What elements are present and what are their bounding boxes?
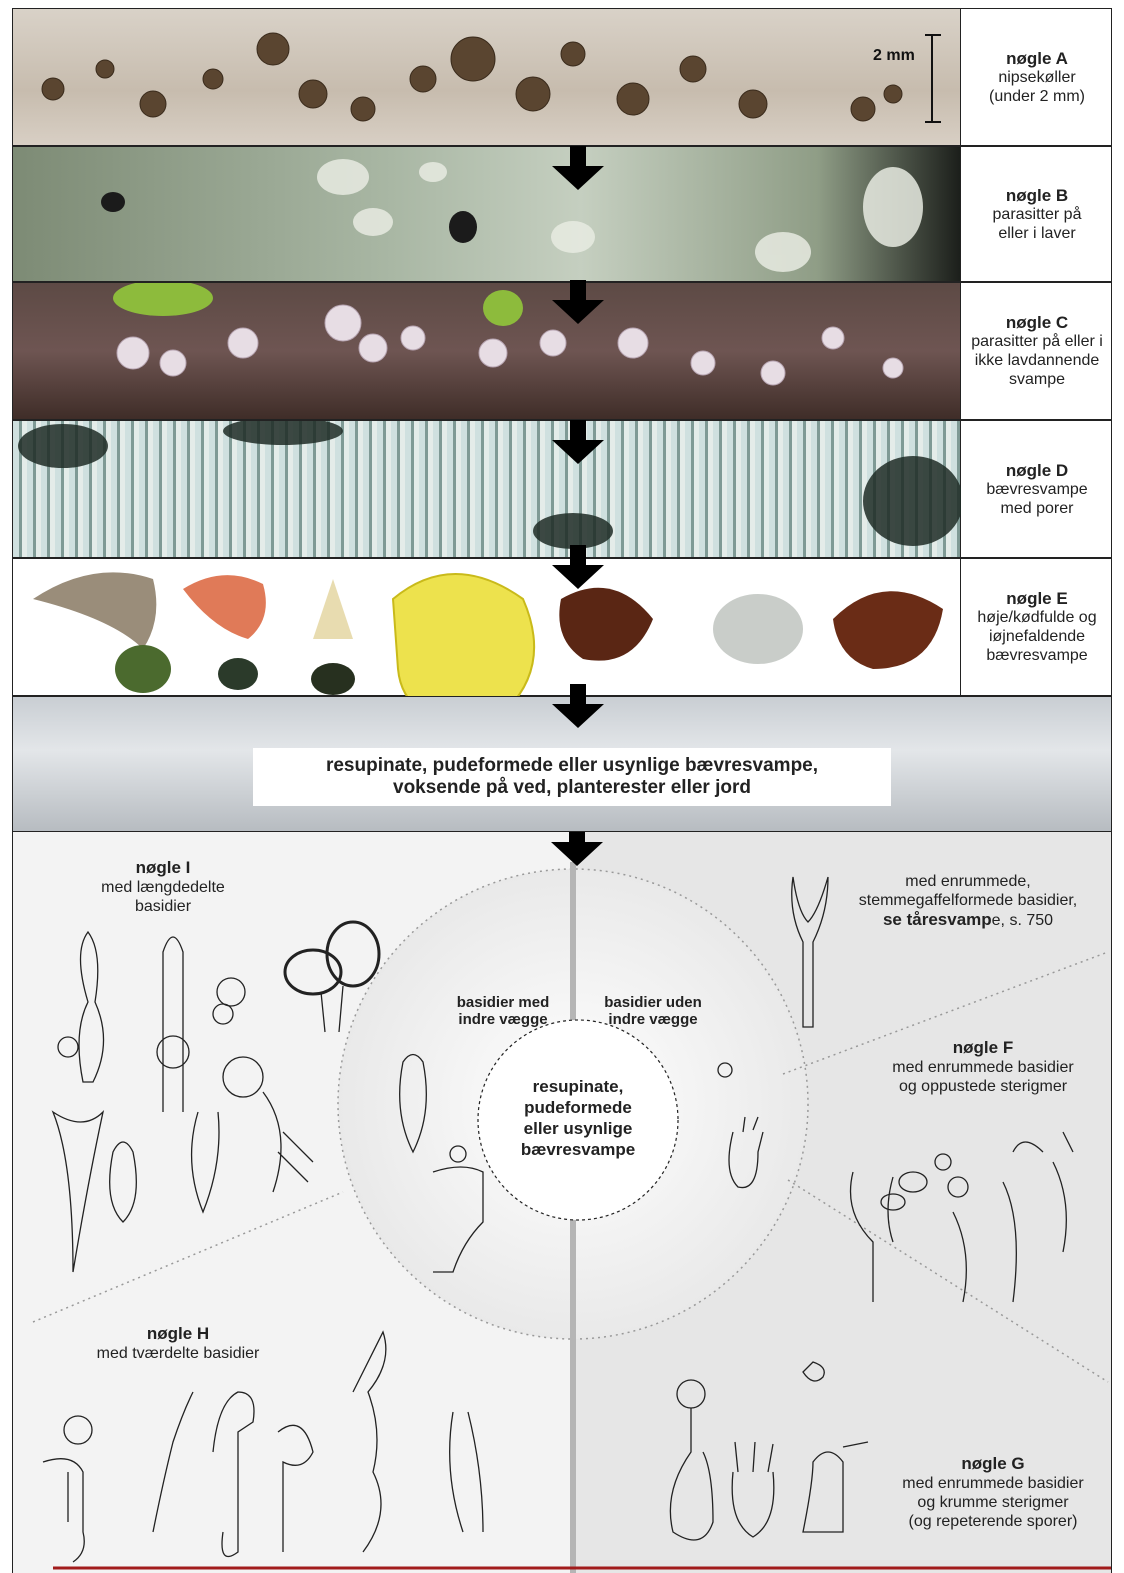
key-g-label: nøgle G med enrummede basidier og krumme…	[873, 1454, 1112, 1531]
right-branch-line: indre vægge	[608, 1011, 697, 1028]
key-b-photo	[13, 147, 961, 281]
right-branch-line: basidier uden	[604, 994, 702, 1011]
down-arrow-icon	[552, 146, 604, 190]
key-e-line: iøjnefaldende	[989, 627, 1085, 646]
key-e-line: bævresvampe	[986, 646, 1087, 665]
key-d-title: nøgle D	[1006, 461, 1068, 480]
key-e-title: nøgle E	[1006, 589, 1067, 608]
poroid-jelly-fungus-illustration	[13, 421, 961, 558]
center-line: eller usynlige	[524, 1119, 633, 1138]
scale-bar-bottom-tick	[925, 121, 941, 123]
fungus-parasite-illustration	[13, 283, 961, 420]
key-i-label: nøgle I med længdedelte basidier	[73, 858, 253, 916]
key-a-band: 2 mm nøgle A nipsekøller (under 2 mm)	[12, 8, 1112, 146]
key-c-line: ikke lavdannende	[975, 351, 1100, 370]
center-label: resupinate, pudeformede eller usynlige b…	[498, 1076, 658, 1160]
key-g-line: (og repeterende sporer)	[909, 1513, 1078, 1530]
key-a-label: nøgle A nipsekøller (under 2 mm)	[961, 9, 1112, 145]
center-line: bævresvampe	[521, 1140, 635, 1159]
tear-note-line: stemmegaffelformede basidier,	[859, 892, 1077, 909]
jelly-fungi-collage	[13, 559, 961, 719]
key-f-line: med enrummede basidier	[892, 1059, 1073, 1076]
key-i-line: basidier	[135, 898, 191, 915]
inflated-sterigmata-drawings	[851, 1132, 1074, 1302]
key-d-label: nøgle D bævresvampe med porer	[961, 421, 1112, 557]
down-arrow-icon	[552, 684, 604, 728]
key-a-photo: 2 mm	[13, 9, 961, 145]
scale-label: 2 mm	[873, 47, 915, 65]
key-b-line: parasitter på	[993, 205, 1082, 224]
lichen-parasite-illustration	[13, 147, 961, 282]
resupinate-banner-line: resupinate, pudeformede eller usynlige b…	[326, 755, 818, 777]
key-e-label: nøgle E høje/kødfulde og iøjnefaldende b…	[961, 559, 1113, 695]
inner-left-basidia-drawings	[400, 1055, 483, 1273]
key-d-photo	[13, 421, 961, 557]
key-c-photo	[13, 283, 961, 419]
tear-fungus-note: med enrummede, stemmegaffelformede basid…	[823, 872, 1112, 930]
down-arrow-icon	[552, 420, 604, 464]
key-f-line: og oppustede sterigmer	[899, 1078, 1067, 1095]
key-b-title: nøgle B	[1006, 186, 1068, 205]
inner-right-basidia-drawings	[718, 1063, 763, 1188]
center-line: pudeformede	[524, 1098, 632, 1117]
key-c-title: nøgle C	[1006, 313, 1068, 332]
key-a-line: (under 2 mm)	[989, 87, 1085, 106]
transverse-basidia-drawings	[43, 1332, 483, 1562]
key-h-line: med tværdelte basidier	[97, 1345, 260, 1362]
key-e-line: høje/kødfulde og	[977, 608, 1096, 627]
scale-bar-top-tick	[925, 34, 941, 36]
key-h-label: nøgle H med tværdelte basidier	[53, 1324, 303, 1363]
key-g-line: og krumme sterigmer	[917, 1494, 1068, 1511]
down-arrow-icon	[552, 280, 604, 324]
right-branch-label: basidier uden indre vægge	[583, 994, 723, 1028]
left-branch-line: basidier med	[457, 994, 550, 1011]
key-a-title: nøgle A	[1006, 49, 1068, 68]
key-c-label: nøgle C parasitter på eller i ikke lavda…	[961, 283, 1112, 419]
key-i-title: nøgle I	[136, 858, 191, 877]
tear-note-tail: e, s. 750	[992, 912, 1053, 929]
key-b-line: eller i laver	[998, 224, 1075, 243]
tear-note-bold: se tåresvamp	[883, 910, 992, 929]
center-line: resupinate,	[533, 1077, 624, 1096]
basidia-diagram: nøgle I med længdedelte basidier med enr…	[12, 832, 1112, 1573]
resupinate-banner-line: voksende på ved, planterester eller jord	[393, 777, 751, 799]
longitudinal-basidia-drawings	[53, 922, 379, 1272]
key-g-line: med enrummede basidier	[902, 1475, 1083, 1492]
key-d-line: bævresvampe	[986, 480, 1087, 499]
resupinate-banner: resupinate, pudeformede eller usynlige b…	[253, 748, 891, 806]
key-f-label: nøgle F med enrummede basidier og oppust…	[853, 1038, 1112, 1096]
key-b-label: nøgle B parasitter på eller i laver	[961, 147, 1112, 281]
tiny-stalked-fungi-illustration	[13, 9, 961, 146]
left-branch-line: indre vægge	[458, 1011, 547, 1028]
key-i-line: med længdedelte	[101, 879, 225, 896]
down-arrow-icon	[552, 545, 604, 589]
key-c-line: svampe	[1009, 370, 1065, 389]
left-branch-label: basidier med indre vægge	[433, 994, 573, 1028]
key-h-title: nøgle H	[147, 1324, 209, 1343]
key-f-title: nøgle F	[953, 1038, 1013, 1057]
key-a-line: nipsekøller	[998, 68, 1075, 87]
key-d-line: med porer	[1001, 499, 1074, 518]
key-c-line: parasitter på eller i	[971, 332, 1103, 351]
key-g-title: nøgle G	[961, 1454, 1024, 1473]
curved-sterigmata-drawings	[670, 1362, 868, 1540]
scale-bar	[931, 35, 953, 123]
key-e-photo	[13, 559, 961, 695]
tear-note-line: med enrummede,	[905, 873, 1030, 890]
